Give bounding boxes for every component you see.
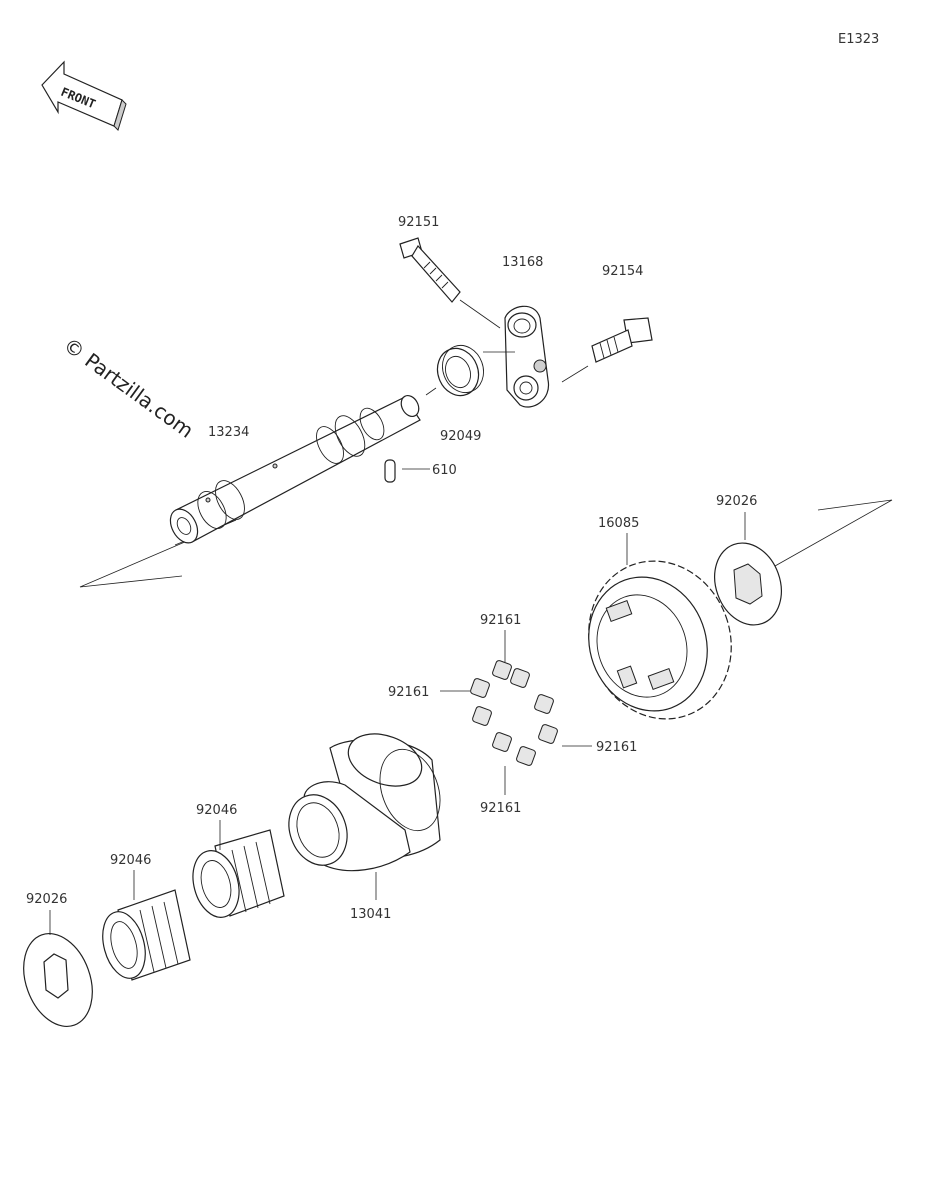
label-92026-right: 92026 xyxy=(716,494,757,509)
label-13041: 13041 xyxy=(350,907,391,922)
gear-16085 xyxy=(588,533,732,720)
front-arrow-icon: FRONT xyxy=(41,60,127,131)
dampers-92161 xyxy=(440,630,592,795)
bolt-92151 xyxy=(399,237,501,329)
label-92046-lower: 92046 xyxy=(110,853,151,868)
label-92161-right: 92161 xyxy=(596,740,637,755)
bolt-92154 xyxy=(561,317,653,383)
label-92049: 92049 xyxy=(440,429,481,444)
lever-13168 xyxy=(483,305,550,408)
needle-bearing-92046-upper xyxy=(192,820,285,918)
pin-610 xyxy=(384,459,430,483)
hub-13041 xyxy=(288,733,441,900)
label-92154: 92154 xyxy=(602,264,643,279)
label-92151: 92151 xyxy=(398,215,439,230)
oil-seal-92049 xyxy=(425,344,484,397)
label-610: 610 xyxy=(432,463,457,478)
washer-92026-right xyxy=(714,512,782,626)
needle-bearing-92046-lower xyxy=(102,870,191,981)
shaft-13234 xyxy=(169,394,421,544)
label-92161-top: 92161 xyxy=(480,613,521,628)
label-13168: 13168 xyxy=(502,255,543,270)
washer-92026-left xyxy=(23,910,93,1028)
label-92026-left: 92026 xyxy=(26,892,67,907)
label-92046-upper: 92046 xyxy=(196,803,237,818)
label-92161-bottom: 92161 xyxy=(480,801,521,816)
label-92161-left: 92161 xyxy=(388,685,429,700)
watermark: © Partzilla.com xyxy=(59,333,198,443)
label-16085: 16085 xyxy=(598,516,639,531)
label-13234: 13234 xyxy=(208,425,249,440)
diagram-code: E1323 xyxy=(838,32,879,47)
